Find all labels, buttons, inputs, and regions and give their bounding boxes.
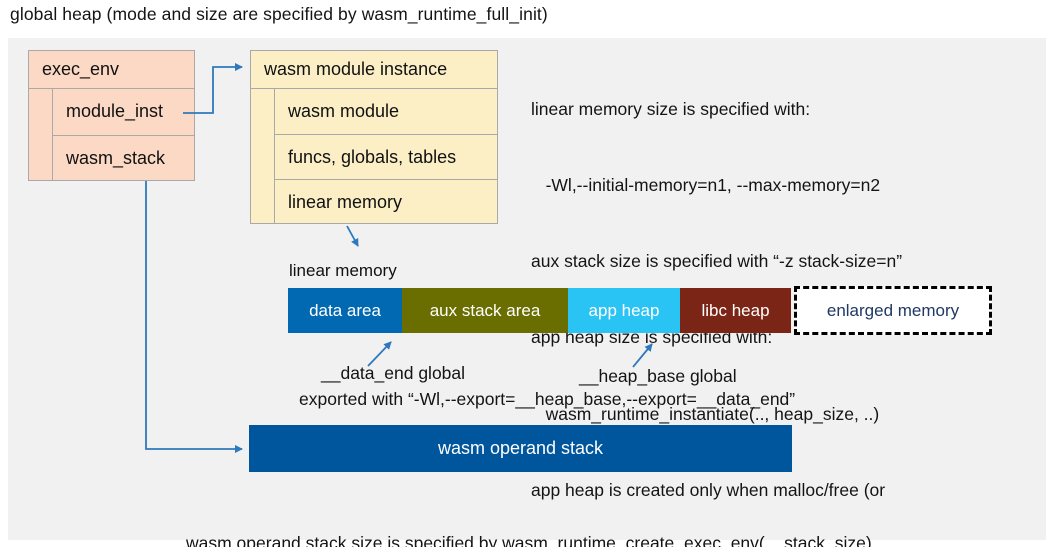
band-enlarged-memory: enlarged memory xyxy=(794,286,992,335)
note-initial-max-memory: -Wl,--initial-memory=n1, --max-memory=n2 xyxy=(531,175,881,196)
wasm-operand-stack-box: wasm operand stack xyxy=(249,425,792,472)
linear-memory-band: data area aux stack area app heap libc h… xyxy=(288,286,992,335)
label-heap-base-global: __heap_base global xyxy=(579,366,737,386)
exec-env-rows: module_inst wasm_stack xyxy=(52,89,194,181)
note-app-heap-created-1: app heap is created only when malloc/fre… xyxy=(531,479,886,500)
note-runtime-instantiate: wasm_runtime_instantiate(.., heap_size, … xyxy=(531,403,880,424)
module-instance-box: wasm module instance wasm module funcs, … xyxy=(250,50,498,224)
exec-env-row-wasm-stack: wasm_stack xyxy=(53,135,194,181)
bottom-notes: wasm operand stack size is specified by … xyxy=(186,480,872,547)
exec-env-header: exec_env xyxy=(29,51,194,89)
exec-env-box: exec_env module_inst wasm_stack xyxy=(28,50,195,181)
band-aux-stack-area: aux stack area xyxy=(402,288,568,333)
bottom-note-line-1: wasm operand stack size is specified by … xyxy=(186,533,872,547)
module-instance-row-funcs-globals-tables: funcs, globals, tables xyxy=(275,134,497,179)
module-instance-row-linear-memory: linear memory xyxy=(275,179,497,224)
diagram-title: global heap (mode and size are specified… xyxy=(10,4,548,24)
linear-memory-label: linear memory xyxy=(289,261,397,280)
band-app-heap: app heap xyxy=(568,288,680,333)
module-instance-row-wasm-module: wasm module xyxy=(288,101,400,121)
exec-env-row-module-inst: module_inst xyxy=(66,101,164,121)
note-linear-memory-size: linear memory size is specified with: xyxy=(531,98,811,119)
label-exported-with: exported with “-Wl,--export=__heap_base,… xyxy=(299,389,796,409)
band-libc-heap: libc heap xyxy=(680,288,791,333)
label-data-end-global: __data_end global xyxy=(321,363,466,383)
module-instance-rows: wasm module funcs, globals, tables linea… xyxy=(274,89,497,224)
band-data-area: data area xyxy=(288,288,402,333)
module-instance-header: wasm module instance xyxy=(251,51,497,89)
note-aux-stack-size: aux stack size is specified with “-z sta… xyxy=(531,251,903,272)
